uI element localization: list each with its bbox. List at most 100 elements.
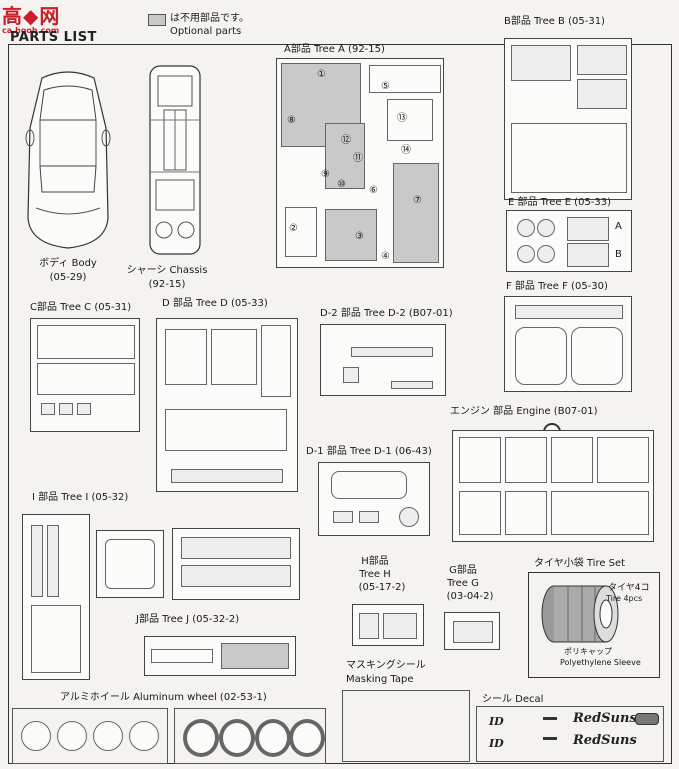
- aluminum-wheel-tree-1: [12, 708, 168, 764]
- tree-d-part-2: [211, 329, 257, 385]
- tree-d2-tail: [391, 381, 433, 389]
- chassis-drawing: [149, 65, 201, 255]
- tree-g-part: [453, 621, 493, 643]
- tree-j-part-2: [221, 643, 289, 669]
- watermark-main: 高◆网: [2, 4, 61, 28]
- tree-c-small-1: [41, 403, 55, 415]
- body-drawing: [25, 71, 111, 249]
- tree-b: [504, 38, 632, 200]
- tree-c-small-2: [59, 403, 73, 415]
- tree-a-num-10: ⑩: [337, 179, 346, 190]
- tree-i-rail-2: [47, 525, 59, 597]
- tree-h-code: (05-17-2): [358, 582, 406, 593]
- tree-d2: [320, 324, 446, 396]
- tree-d1-wing-1: [333, 511, 353, 523]
- page-title: PARTS LIST: [10, 30, 97, 45]
- tree-a-num-4: ④: [381, 251, 390, 262]
- aluminum-wheel-4: [129, 721, 159, 751]
- tree-d1-wing-2: [359, 511, 379, 523]
- tree-i-hood: [96, 530, 164, 598]
- tree-a-num-7: ⑦: [413, 195, 422, 206]
- tree-f-label: F 部品 Tree F (05-30): [506, 281, 608, 292]
- tire-set-label: タイヤ小袋 Tire Set: [534, 558, 626, 569]
- tree-f-strip: [515, 305, 623, 319]
- tree-j-part-1: [151, 649, 213, 663]
- tree-a-num-9: ⑨: [321, 169, 330, 180]
- tree-f: [504, 296, 632, 392]
- tree-a-num-5: ⑤: [381, 81, 390, 92]
- tree-a-gray-block-low: [325, 209, 377, 261]
- aluminum-rim-4: [289, 719, 325, 757]
- tree-b-label: B部品 Tree B (05-31): [504, 16, 605, 27]
- tree-i-grille: [172, 528, 300, 600]
- tree-f-seat-1: [515, 327, 567, 385]
- decal-stripe-1: [543, 717, 557, 720]
- tree-a-num-3: ③: [355, 231, 364, 242]
- tree-h-label: H部品: [361, 556, 389, 567]
- parts-list-frame: [8, 44, 672, 764]
- tree-c-label: C部品 Tree C (05-31): [30, 302, 132, 313]
- tree-c-small-3: [77, 403, 91, 415]
- tree-b-lights-top: [577, 45, 627, 75]
- tree-b-interior: [511, 123, 627, 193]
- tree-h-part-2: [383, 613, 417, 639]
- aluminum-wheel-3: [93, 721, 123, 751]
- tire-set-bag: [528, 572, 660, 678]
- body-label: ボディ Body: [39, 258, 97, 269]
- tree-a-rod: [369, 65, 441, 93]
- tree-d1-disc: [399, 507, 419, 527]
- tree-a-num-14: ⑭: [401, 145, 411, 156]
- tree-a-num-11: ⑪: [353, 153, 363, 164]
- decal-id-logo-1: ID: [489, 715, 504, 728]
- decal-id-logo-2: ID: [489, 737, 504, 750]
- chassis-code: (92-15): [148, 279, 186, 290]
- tree-g-code: (03-04-2): [446, 591, 494, 602]
- aluminum-wheel-1: [21, 721, 51, 751]
- chassis-label: シャーシ Chassis: [126, 265, 208, 276]
- tree-a-part-box: [285, 207, 317, 257]
- tree-a: ① ② ③ ④ ⑤ ⑥ ⑦ ⑧ ⑨ ⑩ ⑪ ⑫ ⑬ ⑭: [276, 58, 444, 268]
- tree-e-rim-1: [567, 217, 609, 241]
- optional-legend-jp: は不用部品です。: [170, 13, 249, 24]
- tree-a-gray-block-mid: [325, 123, 365, 189]
- tree-d-part-5: [171, 469, 283, 483]
- tire-count-en: Tire 4pcs: [606, 594, 643, 603]
- tree-a-label: A部品 Tree A (92-15): [284, 44, 385, 55]
- tree-i: [22, 514, 90, 680]
- tree-b-gauges: [511, 45, 571, 81]
- engine-block: [459, 437, 501, 483]
- tree-i-hood-panel: [105, 539, 155, 589]
- tree-e: A B: [506, 210, 632, 272]
- body-code: (05-29): [49, 272, 87, 283]
- decal-badge: [635, 713, 659, 725]
- tree-d2-muffler: [343, 367, 359, 383]
- tire-count-jp: タイヤ4コ: [608, 583, 650, 593]
- tree-d1-label: D-1 部品 Tree D-1 (06-43): [306, 446, 432, 457]
- masking-label-en: Masking Tape: [346, 674, 414, 685]
- engine-small-2: [505, 491, 547, 535]
- engine-label: エンジン 部品 Engine (B07-01): [450, 406, 598, 417]
- aluminum-wheel-label: アルミホイール Aluminum wheel (02-53-1): [60, 692, 267, 703]
- tree-d-part-1: [165, 329, 207, 385]
- tree-i-grille-2: [181, 565, 291, 587]
- tree-j-label: J部品 Tree J (05-32-2): [136, 614, 240, 625]
- tree-e-wheel-2: [537, 219, 555, 237]
- tree-c: [30, 318, 140, 432]
- tree-h: [352, 604, 424, 646]
- tree-e-tag-a: A: [615, 221, 622, 232]
- masking-tape-sheet: [342, 690, 470, 762]
- tree-g-label-2: Tree G: [447, 578, 479, 589]
- engine-small-1: [459, 491, 501, 535]
- decal-redsuns-1: RedSuns: [573, 711, 637, 726]
- tree-e-wheel-4: [537, 245, 555, 263]
- tree-f-seat-2: [571, 327, 623, 385]
- tree-e-tag-b: B: [615, 249, 622, 260]
- decal-redsuns-2: RedSuns: [573, 733, 637, 748]
- tree-d1-bumper: [331, 471, 407, 499]
- tree-d-label: D 部品 Tree D (05-33): [162, 298, 268, 309]
- tree-c-part-2: [37, 363, 135, 395]
- tree-d: [156, 318, 298, 492]
- poly-sleeve-jp: ポリキャップ: [564, 647, 612, 656]
- watermark-sub: ca.hooh.com: [2, 26, 60, 35]
- tree-i-grille-1: [181, 537, 291, 559]
